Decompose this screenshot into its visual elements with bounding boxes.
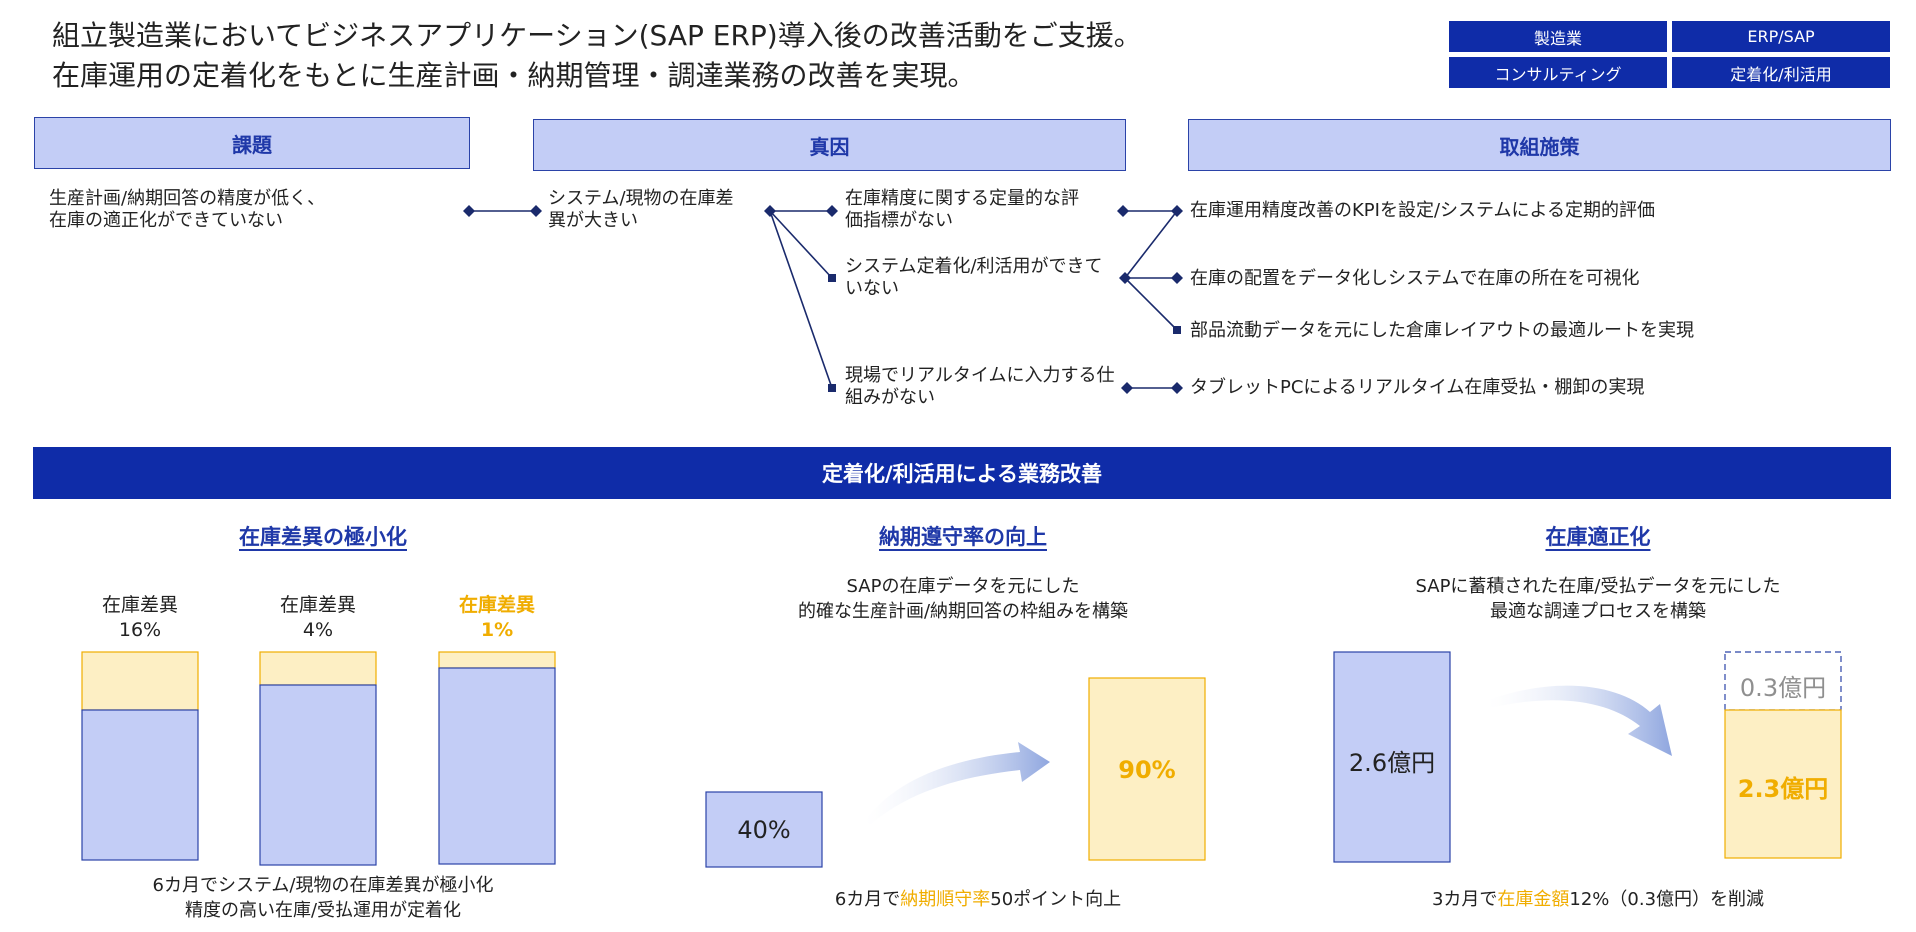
- node-diamond: [1117, 205, 1129, 217]
- node-square: [828, 274, 836, 282]
- node-diamond: [1121, 382, 1133, 394]
- tag-consulting: コンサルティング: [1449, 57, 1667, 88]
- bar-3-base: [438, 667, 556, 865]
- value-before-inventory: 2.6億円: [1348, 749, 1436, 777]
- panel1-footer: 6カ月でシステム/現物の在庫差異が極小化 精度の高い在庫/受払運用が定着化: [152, 875, 494, 921]
- value-reduced-inventory: 0.3億円: [1739, 674, 1827, 702]
- bar-2-base: [259, 684, 377, 866]
- node-diamond: [1171, 382, 1183, 394]
- bar-label-1: 在庫差異 16%: [101, 594, 179, 641]
- header-issue: 課題: [34, 117, 470, 169]
- panel3-graphics: [1333, 651, 1842, 863]
- panel2-footer: 6カ月で納期順守率50ポイント向上: [834, 889, 1122, 910]
- value-after-inventory: 2.3億円: [1737, 775, 1829, 803]
- node-diamond: [826, 205, 838, 217]
- measure-4: タブレットPCによるリアルタイム在庫受払・棚卸の実現: [1190, 377, 1645, 398]
- tree-nodes: [463, 205, 1183, 394]
- node-square: [1173, 326, 1181, 334]
- bar-2-diff: [259, 651, 377, 686]
- panel1-title: 在庫差異の極小化: [239, 525, 407, 549]
- bar-1-diff: [81, 651, 199, 711]
- bar-1-base: [81, 709, 199, 861]
- node-diamond: [1171, 272, 1183, 284]
- panel1-bars: [81, 651, 556, 866]
- node-square: [828, 384, 836, 392]
- page-title-line1: 組立製造業においてビジネスアプリケーション(SAP ERP)導入後の改善活動をご…: [52, 19, 1142, 52]
- bar-after-90: [1088, 677, 1206, 861]
- bar-label-3: 在庫差異 1%: [458, 594, 536, 641]
- improvement-banner: 定着化/利活用による業務改善: [33, 447, 1891, 499]
- tag-erp-sap: ERP/SAP: [1672, 21, 1890, 52]
- bar-reduced-inventory: [1724, 651, 1842, 711]
- reduction-arrow: [1488, 685, 1672, 756]
- panel3-description: SAPに蓄積された在庫/受払データを元にした 最適な調達プロセスを構築: [1415, 576, 1781, 622]
- bar-before-40: [705, 791, 823, 868]
- header-root-cause: 真因: [533, 119, 1126, 171]
- tag-adoption: 定着化/利活用: [1672, 57, 1890, 88]
- root-cause-text: システム/現物の在庫差 異が大きい: [548, 188, 734, 231]
- tag-manufacturing: 製造業: [1449, 21, 1667, 52]
- header-measures: 取組施策: [1188, 119, 1891, 171]
- sub-cause-3: 現場でリアルタイムに入力する仕 組みがない: [845, 365, 1115, 408]
- bar-after-inventory: [1724, 709, 1842, 859]
- measure-1: 在庫運用精度改善のKPIを設定/システムによる定期的評価: [1190, 200, 1655, 221]
- panel3-footer: 3カ月で在庫金額12%（0.3億円）を削減: [1431, 889, 1765, 910]
- value-before-40: 40%: [737, 816, 791, 844]
- panel3-title: 在庫適正化: [1545, 525, 1651, 549]
- node-diamond: [463, 205, 475, 217]
- panel2-description: SAPの在庫データを元にした 的確な生産計画/納期回答の枠組みを構築: [797, 576, 1129, 622]
- bar-before-inventory: [1333, 651, 1451, 863]
- bar-label-2: 在庫差異 4%: [279, 594, 357, 641]
- node-diamond: [764, 205, 776, 217]
- page-title-line2: 在庫運用の定着化をもとに生産計画・納期管理・調達業務の改善を実現。: [52, 59, 976, 92]
- panel2-graphics: [705, 677, 1206, 868]
- tree-connectors: [469, 210, 1178, 389]
- measure-3: 部品流動データを元にした倉庫レイアウトの最適ルートを実現: [1190, 320, 1694, 341]
- node-diamond: [530, 205, 542, 217]
- bar-3-diff: [438, 651, 556, 669]
- panel2-title: 納期遵守率の向上: [879, 525, 1047, 549]
- measure-2: 在庫の配置をデータ化しシステムで在庫の所在を可視化: [1190, 268, 1640, 289]
- sub-cause-1: 在庫精度に関する定量的な評 価指標がない: [845, 188, 1079, 231]
- sub-cause-2: システム定着化/利活用ができて いない: [845, 256, 1103, 299]
- node-diamond: [1119, 272, 1131, 284]
- value-after-90: 90%: [1118, 756, 1176, 784]
- node-diamond: [1171, 205, 1183, 217]
- growth-arrow: [865, 742, 1050, 825]
- issue-text: 生産計画/納期回答の精度が低く、 在庫の適正化ができていない: [49, 188, 326, 231]
